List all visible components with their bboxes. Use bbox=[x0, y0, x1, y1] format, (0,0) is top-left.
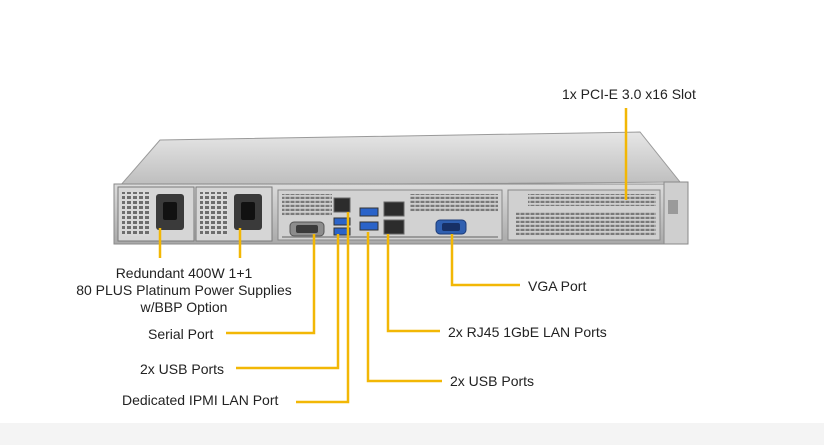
psu-label: Redundant 400W 1+1 80 PLUS Platinum Powe… bbox=[70, 265, 298, 316]
ipmi-lan-port bbox=[333, 197, 351, 213]
ipmi-callout-line bbox=[296, 212, 350, 404]
psu-label-line-1: Redundant 400W 1+1 bbox=[115, 265, 253, 281]
pcie-slot-label: 1x PCI-E 3.0 x16 Slot bbox=[562, 86, 696, 102]
usb-right-callout-line bbox=[366, 232, 442, 383]
psu-1 bbox=[117, 186, 195, 242]
pcie-slot-bracket bbox=[507, 189, 661, 241]
psu-label-line-3: w/BBP Option bbox=[140, 299, 228, 315]
usb-ports-right bbox=[359, 207, 379, 231]
chassis-top bbox=[118, 131, 682, 187]
serial-callout-line bbox=[226, 234, 316, 335]
vga-port bbox=[435, 219, 467, 235]
usb-left-callout-line bbox=[236, 234, 340, 370]
vga-port-label: VGA Port bbox=[528, 278, 587, 294]
usb-ports-left bbox=[333, 217, 351, 236]
psu-2 bbox=[195, 186, 273, 242]
usb-left-label: 2x USB Ports bbox=[140, 361, 225, 377]
usb-right-label: 2x USB Ports bbox=[450, 373, 535, 389]
rj45-lan-ports bbox=[383, 201, 405, 235]
vga-callout-line bbox=[450, 234, 520, 287]
lan-ports-label: 2x RJ45 1GbE LAN Ports bbox=[448, 324, 607, 340]
lan-callout-line bbox=[386, 234, 440, 333]
callout-lines bbox=[158, 108, 628, 404]
psu-label-line-2: 80 PLUS Platinum Power Supplies bbox=[76, 282, 292, 298]
serial-port-label: Serial Port bbox=[148, 326, 214, 342]
ipmi-lan-label: Dedicated IPMI LAN Port bbox=[122, 392, 279, 408]
serial-port bbox=[289, 221, 325, 237]
background-strip bbox=[0, 423, 824, 445]
